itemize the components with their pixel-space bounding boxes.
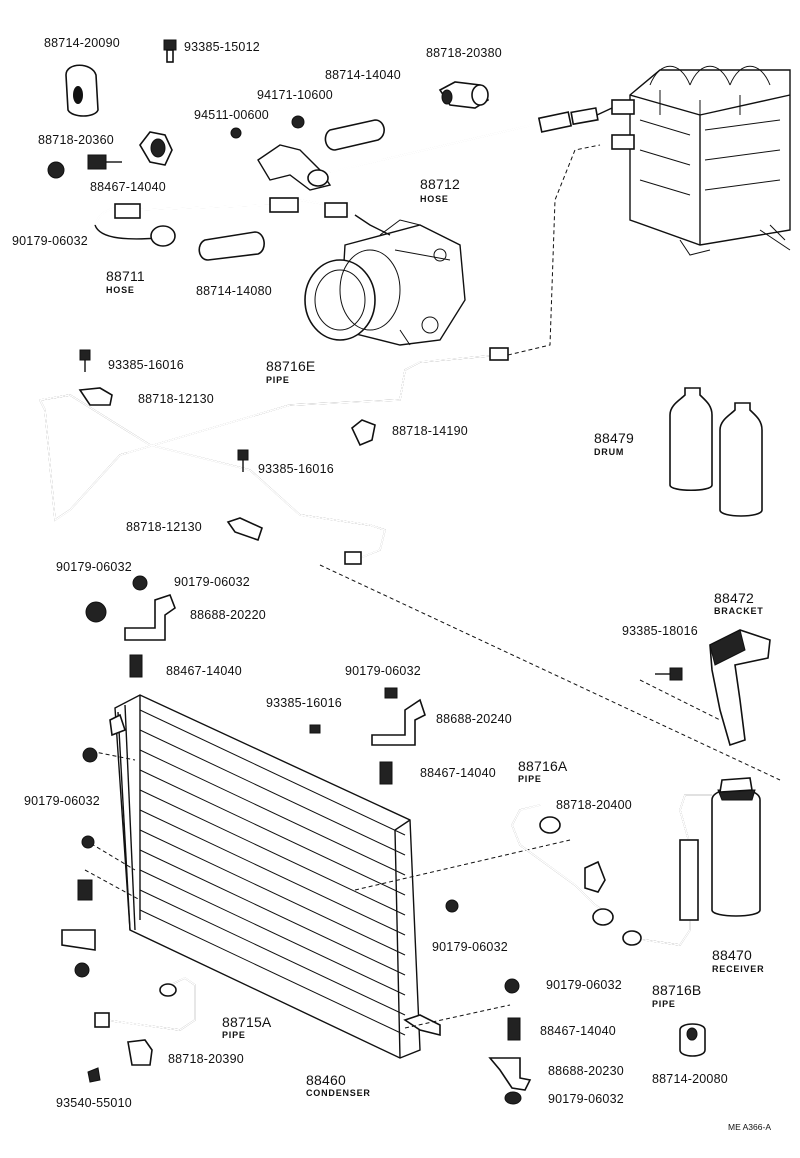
label-94511-00600: 94511-00600 — [194, 108, 269, 122]
label-88688-20220: 88688-20220 — [190, 608, 266, 622]
label-88688-20240: 88688-20240 — [436, 712, 512, 726]
label-90179-06032-e: 90179-06032 — [24, 794, 100, 808]
evaporator-unit — [611, 65, 791, 256]
label-88712: 88712 — [420, 176, 460, 192]
label-88715A: 88715A — [222, 1014, 272, 1030]
top-small-parts — [47, 39, 490, 261]
condenser-88460 — [61, 694, 571, 1059]
label-88716A: 88716A — [518, 758, 568, 774]
bracket-88472 — [639, 629, 771, 747]
hose-88711 — [94, 197, 356, 247]
label-93385-16016-a: 93385-16016 — [108, 358, 184, 372]
label-94171-10600: 94171-10600 — [257, 88, 333, 102]
label-hose-88712: HOSE — [420, 194, 449, 204]
label-88718-12130-b: 88718-12130 — [126, 520, 202, 534]
label-93385-18016: 93385-18016 — [622, 624, 698, 638]
label-88716E: 88716E — [266, 358, 316, 374]
pipe-88715A — [87, 977, 196, 1083]
label-88688-20230: 88688-20230 — [548, 1064, 624, 1078]
compressor — [304, 214, 466, 346]
figure-code: ME A366-A — [728, 1122, 771, 1132]
label-88716B: 88716B — [652, 982, 702, 998]
label-pipe-88716B: PIPE — [652, 999, 676, 1009]
receiver-88470 — [622, 777, 761, 1057]
label-88467-14040-c: 88467-14040 — [420, 766, 496, 780]
label-88467-14040-b: 88467-14040 — [166, 664, 242, 678]
left-brackets — [85, 575, 426, 785]
label-90179-06032-c: 90179-06032 — [174, 575, 250, 589]
label-88714-20090: 88714-20090 — [44, 36, 120, 50]
drums-88479 — [669, 387, 763, 517]
label-88714-14040: 88714-14040 — [325, 68, 401, 82]
label-88467-14040-d: 88467-14040 — [540, 1024, 616, 1038]
label-90179-06032-d: 90179-06032 — [345, 664, 421, 678]
label-93385-16016-c: 93385-16016 — [266, 696, 342, 710]
label-90179-06032-f: 90179-06032 — [432, 940, 508, 954]
label-88714-14080: 88714-14080 — [196, 284, 272, 298]
label-88472: 88472 — [714, 590, 754, 606]
right-lower-parts — [445, 899, 532, 1105]
label-88467-14040-top: 88467-14040 — [90, 180, 166, 194]
label-88711: 88711 — [106, 268, 145, 284]
label-88718-12130-a: 88718-12130 — [138, 392, 214, 406]
label-88714-20080: 88714-20080 — [652, 1072, 728, 1086]
label-88470: 88470 — [712, 947, 752, 963]
label-bracket: BRACKET — [714, 606, 764, 616]
label-93385-15012: 93385-15012 — [184, 40, 260, 54]
label-pipe-88716A: PIPE — [518, 774, 542, 784]
label-88460: 88460 — [306, 1072, 346, 1088]
label-90179-06032-b: 90179-06032 — [56, 560, 132, 574]
label-88718-14190: 88718-14190 — [392, 424, 468, 438]
label-hose-88711: HOSE — [106, 285, 135, 295]
label-90179-06032-top: 90179-06032 — [12, 234, 88, 248]
label-pipe-88715A: PIPE — [222, 1030, 246, 1040]
pipe-88716E — [38, 144, 781, 781]
hose-88712 — [257, 107, 613, 191]
label-93385-16016-b: 93385-16016 — [258, 462, 334, 476]
label-90179-06032-g: 90179-06032 — [546, 978, 622, 992]
label-88718-20390: 88718-20390 — [168, 1052, 244, 1066]
pipe-88716A — [511, 804, 614, 926]
label-condenser: CONDENSER — [306, 1088, 371, 1098]
label-88718-20360: 88718-20360 — [38, 133, 114, 147]
label-88718-20380: 88718-20380 — [426, 46, 502, 60]
label-receiver: RECEIVER — [712, 964, 765, 974]
label-90179-06032-h: 90179-06032 — [548, 1092, 624, 1106]
label-pipe-88716E: PIPE — [266, 375, 290, 385]
label-88718-20400: 88718-20400 — [556, 798, 632, 812]
label-93540-55010: 93540-55010 — [56, 1096, 132, 1110]
label-drum: DRUM — [594, 447, 625, 457]
label-88479: 88479 — [594, 430, 634, 446]
